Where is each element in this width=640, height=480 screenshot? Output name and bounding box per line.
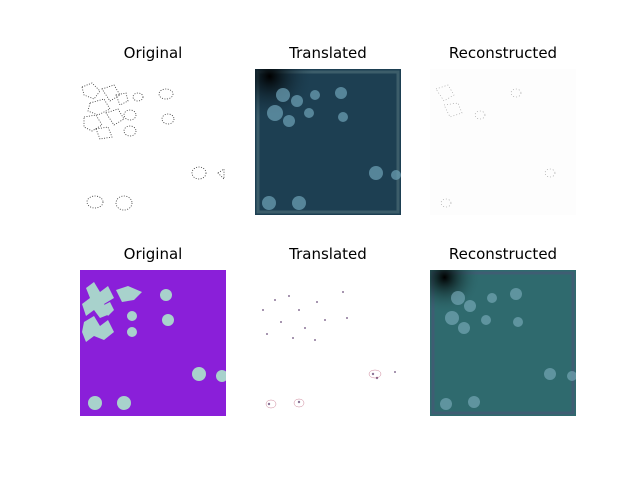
- panel-title: Translated: [289, 44, 367, 62]
- reconstructed-image: [430, 270, 576, 416]
- sketch-drawing: [80, 69, 226, 215]
- original-sketch-image: [80, 69, 226, 215]
- reconstructed-fabric: [430, 270, 576, 416]
- panel-title: Reconstructed: [448, 245, 558, 263]
- original-fabric-image: [80, 270, 226, 416]
- panel-title: Reconstructed: [448, 44, 558, 62]
- reconstructed-image: [430, 69, 576, 215]
- translated-sketch: [255, 270, 401, 416]
- translated-image: [255, 69, 401, 215]
- panel-title: Original: [123, 44, 183, 62]
- panel-title: Translated: [289, 245, 367, 263]
- panel-title: Original: [123, 245, 183, 263]
- reconstructed-sketch: [430, 69, 576, 215]
- purple-fabric: [80, 270, 226, 416]
- translated-fabric: [255, 69, 401, 215]
- translated-image: [255, 270, 401, 416]
